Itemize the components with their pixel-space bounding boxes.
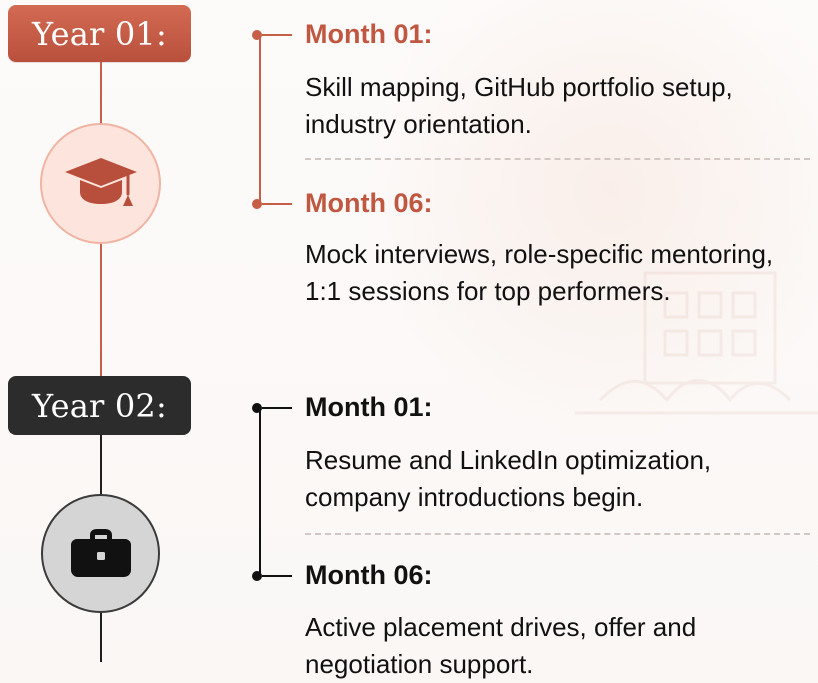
- graduation-cap-icon: [64, 157, 137, 206]
- description-line: Skill mapping, GitHub portfolio setup,: [305, 72, 733, 102]
- year-01-month-06-description: Mock interviews, role-specific mentoring…: [305, 236, 818, 310]
- timeline-dot: [252, 199, 262, 209]
- timeline-connector: [262, 203, 292, 205]
- timeline-dot: [252, 571, 262, 581]
- year-01-month-01-description: Skill mapping, GitHub portfolio setup, i…: [305, 69, 818, 143]
- year-01-month-01-title: Month 01:: [305, 19, 433, 49]
- year-01-timeline: [259, 35, 261, 205]
- timeline-dot: [252, 403, 262, 413]
- description-line: Active placement drives, offer and: [305, 612, 697, 642]
- graduation-cap-badge: [40, 123, 161, 244]
- description-line: Mock interviews, role-specific mentoring…: [305, 239, 774, 269]
- description-line: Resume and LinkedIn optimization,: [305, 445, 712, 475]
- timeline-dot: [252, 30, 262, 40]
- briefcase-badge: [41, 494, 160, 613]
- year-02-month-06-description: Active placement drives, offer and negot…: [305, 609, 818, 683]
- year-02-month-01-description: Resume and LinkedIn optimization, compan…: [305, 442, 818, 516]
- year-02-month-06-title: Month 06:: [305, 560, 433, 590]
- year-02-month-01-title: Month 01:: [305, 392, 433, 422]
- month-divider: [305, 158, 810, 160]
- description-line: company introductions begin.: [305, 482, 644, 512]
- month-divider: [305, 533, 810, 535]
- briefcase-icon: [70, 528, 131, 577]
- timeline-connector: [262, 34, 292, 36]
- year-02-timeline: [259, 408, 261, 576]
- timeline-connector: [262, 407, 292, 409]
- year-01-label: Year 01:: [32, 14, 167, 53]
- description-line: 1:1 sessions for top performers.: [305, 276, 671, 306]
- year-01-month-06-title: Month 06:: [305, 188, 433, 218]
- year-02-pill: Year 02:: [8, 376, 191, 435]
- description-line: negotiation support.: [305, 649, 534, 679]
- year-01-pill: Year 01:: [8, 5, 191, 62]
- description-line: industry orientation.: [305, 109, 532, 139]
- timeline-connector: [262, 575, 292, 577]
- year-02-label: Year 02:: [32, 386, 167, 425]
